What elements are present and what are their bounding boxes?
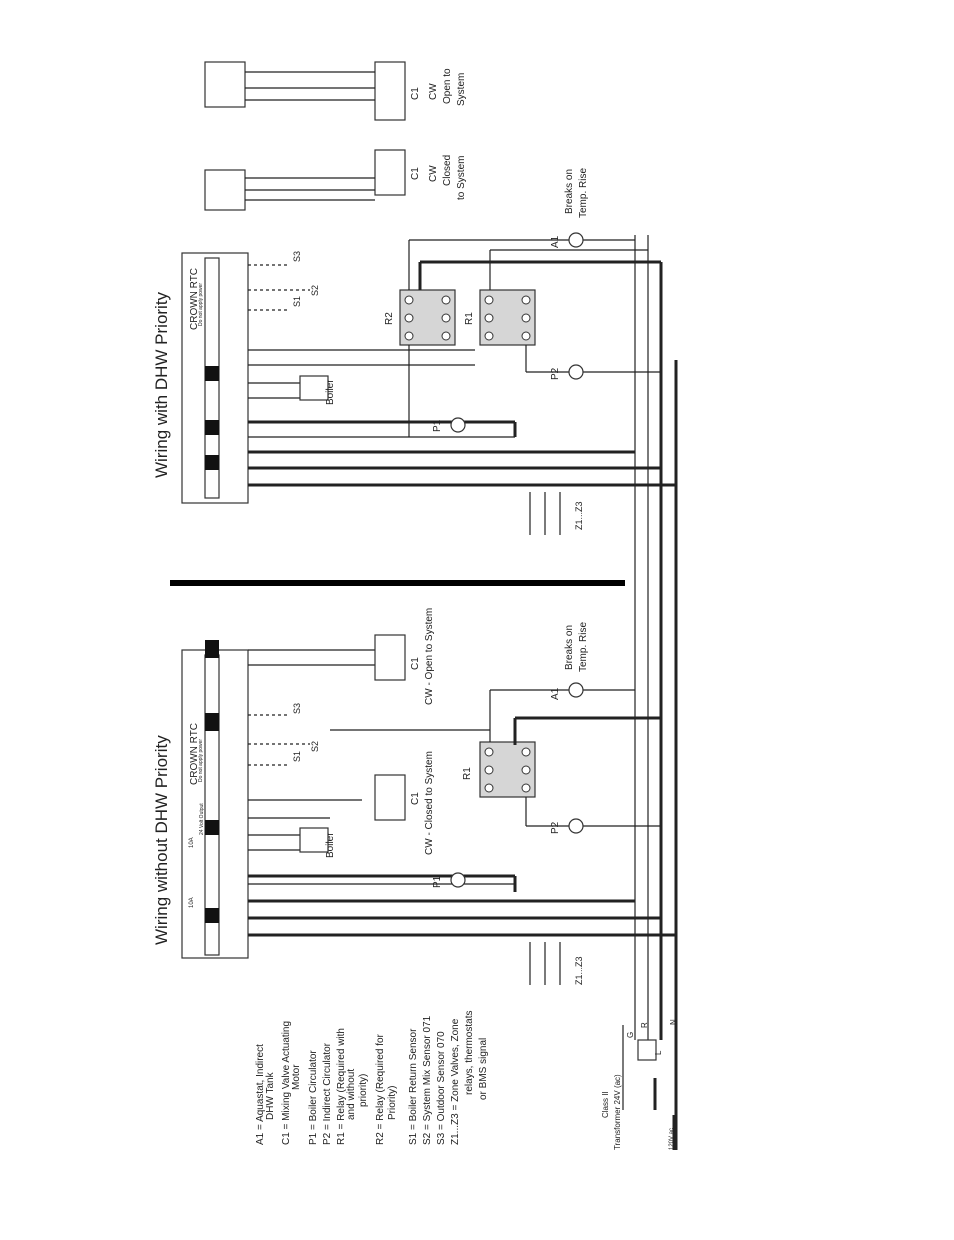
c1-closed-label-lower: C1	[410, 792, 421, 805]
pump-p2-lower	[568, 818, 584, 834]
c1-closed-desc-3-upper: to System	[456, 156, 467, 200]
out24-block-upper-a	[204, 169, 246, 211]
power-n: N	[669, 1019, 678, 1025]
s3-label-upper: S3	[292, 251, 302, 262]
relay-r1-lower-pins	[484, 747, 531, 793]
legend-line: Motor	[291, 1064, 302, 1090]
c1-closed-label-upper: C1	[410, 167, 421, 180]
legend-line: R2 = Relay (Required for	[375, 1033, 386, 1145]
zones-label-lower: Z1...Z3	[574, 956, 584, 985]
actuator-c1-closed-lower	[374, 774, 406, 821]
c1-closed-desc-lower: CW - Closed to System	[424, 751, 435, 855]
aquastat-a1-upper	[568, 232, 584, 248]
fuse-label-lower-2: 10A	[189, 837, 195, 848]
pump-p1-upper	[450, 417, 466, 433]
legend-line: and without	[346, 1069, 357, 1120]
p2-label-lower: P2	[550, 821, 561, 834]
transformer-label-2: Transformer 24V (ac)	[613, 1074, 622, 1150]
zone-switches-lower	[529, 942, 561, 985]
legend-line: DHW Tank	[265, 1071, 276, 1120]
diagram-without-priority: CROWN RTC Do not apply power 10A 10A 24 …	[181, 608, 676, 985]
legend-line: S3 = Outdoor Sensor 070	[436, 1031, 447, 1145]
legend-line: S1 = Boiler Return Sensor	[408, 1028, 419, 1145]
c1-closed-desc-1-upper: CW	[428, 165, 439, 182]
p1-label-lower: P1	[432, 875, 443, 888]
c1-open-desc-1-upper: CW	[428, 83, 439, 100]
rtc-terminal-strip-upper	[204, 257, 220, 499]
s2-label-lower: S2	[310, 741, 320, 752]
legend-line: P2 = Indirect Circulator	[322, 1042, 333, 1145]
aquastat-a1-lower	[568, 682, 584, 698]
out24-block-upper-b	[204, 61, 246, 108]
s1-label-lower: S1	[292, 751, 302, 762]
a1-desc1-upper: Breaks on	[564, 169, 575, 214]
p1-label-upper: P1	[432, 419, 443, 432]
legend-line: R1 = Relay (Required with	[336, 1028, 347, 1145]
boiler-label-lower: Boiler	[325, 832, 336, 858]
actuator-c1-closed-upper	[374, 149, 406, 196]
c1-closed-desc-2-upper: Closed	[442, 155, 453, 186]
r1-label-upper: R1	[464, 312, 475, 325]
c1-open-label-upper: C1	[410, 87, 421, 100]
rtc-label-lower: CROWN RTC	[189, 723, 200, 785]
a1-desc2-upper: Temp. Rise	[578, 168, 589, 218]
bus-wires	[622, 235, 678, 1150]
s2-label-upper: S2	[310, 285, 320, 296]
pump-p1-lower	[450, 872, 466, 888]
c1-open-desc-2-upper: Open to	[442, 68, 453, 104]
r1-label-lower: R1	[462, 767, 473, 780]
power-g: G	[626, 1032, 635, 1038]
pump-p2-upper	[568, 364, 584, 380]
power-supply: 120V ac	[669, 1128, 675, 1150]
legend-line: C1 = Mixing Valve Actuating	[281, 1021, 292, 1145]
c1-open-label-lower: C1	[410, 657, 421, 670]
power-r: R	[640, 1022, 649, 1028]
a1-desc2-lower: Temp. Rise	[578, 622, 589, 672]
legend-line: Priority)	[387, 1086, 398, 1120]
relay-pins-upper	[404, 295, 531, 341]
rtc-label-upper: CROWN RTC	[189, 268, 200, 330]
c1-open-desc-lower: CW - Open to System	[424, 608, 435, 705]
a1-label-lower: A1	[550, 687, 561, 700]
s1-label-upper: S1	[292, 296, 302, 307]
title-with-priority: Wiring with DHW Priority	[152, 291, 171, 478]
rtc-banner-lower: Do not apply power	[198, 739, 204, 782]
p2-label-upper: P2	[550, 367, 561, 380]
a1-desc1-lower: Breaks on	[564, 625, 575, 670]
legend-line: or BMS signal	[478, 1038, 489, 1100]
actuator-c1-open-upper	[374, 61, 406, 121]
r2-label-upper: R2	[384, 312, 395, 325]
transformer: Class II Transformer 24V (ac) G R L N 12…	[601, 1019, 678, 1150]
zones-label-upper: Z1...Z3	[574, 501, 584, 530]
boiler-upper	[299, 375, 329, 401]
a1-label-upper: A1	[550, 235, 561, 248]
transformer-label-1: Class II	[601, 1091, 610, 1118]
boiler-lower	[299, 827, 329, 853]
legend-line: relays, thermostats	[464, 1011, 475, 1095]
zone-switches-upper	[529, 492, 561, 535]
c1-open-desc-3-upper: System	[456, 73, 467, 106]
legend-line: S2 = System Mix Sensor 071	[422, 1015, 433, 1145]
legend-line: A1 = Aquastat, Indirect	[255, 1044, 266, 1145]
boiler-label-upper: Boiler	[325, 379, 336, 405]
title-without-priority: Wiring without DHW Priority	[152, 735, 171, 945]
rtc-terminal-strip-lower	[204, 640, 220, 956]
rtc-banner-upper: Do not apply power	[198, 283, 204, 326]
legend-line: P1 = Boiler Circulator	[308, 1050, 319, 1145]
s3-label-lower: S3	[292, 703, 302, 714]
out24-label-lower: 24 Volt Output	[199, 803, 205, 835]
actuator-c1-open-lower	[374, 634, 406, 681]
diagram-with-priority: CROWN RTC Do not apply power R2 R1	[181, 61, 676, 535]
legend-line: Z1...Z3 = Zone Valves, Zone	[450, 1018, 461, 1145]
legend-line: priority)	[358, 1074, 369, 1107]
fuse-label-lower-1: 10A	[189, 897, 195, 908]
power-l: L	[654, 1050, 663, 1055]
